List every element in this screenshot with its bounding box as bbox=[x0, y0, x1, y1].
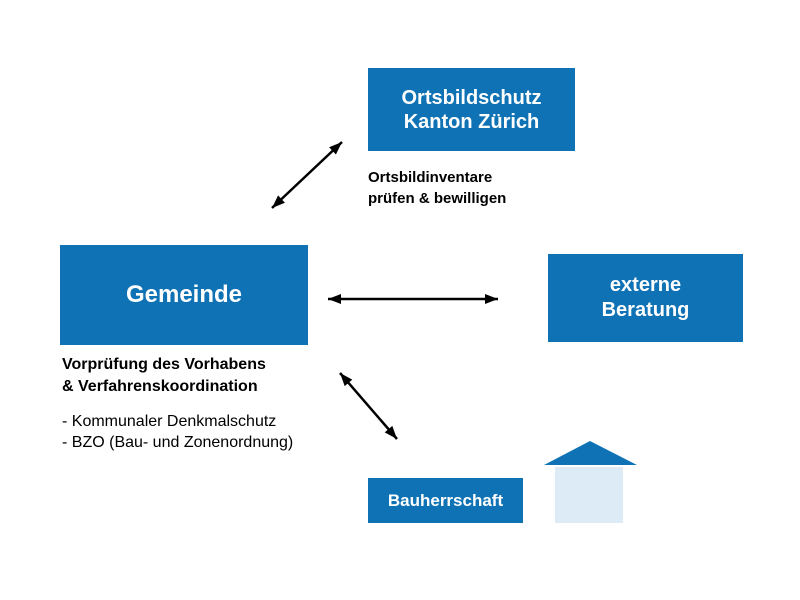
note-gemeinde-task: Vorprüfung des Vorhabens & Verfahrenskoo… bbox=[62, 354, 266, 398]
arrow-gemeinde-ortsbildschutz bbox=[271, 141, 343, 209]
list-gemeinde-details: - Kommunaler Denkmalschutz - BZO (Bau- u… bbox=[62, 411, 293, 453]
node-gemeinde: Gemeinde bbox=[60, 245, 308, 345]
node-label-line: Beratung bbox=[601, 299, 690, 321]
house-body bbox=[555, 467, 623, 523]
note-ortsbildschutz-task: Ortsbildinventare prüfen & bewilligen bbox=[368, 167, 506, 209]
house-roof bbox=[544, 441, 637, 465]
node-label-line: externe bbox=[609, 274, 682, 296]
node-externe-beratung: externe Beratung bbox=[548, 254, 743, 342]
node-ortsbildschutz-kanton-zuerich: Ortsbildschutz Kanton Zürich bbox=[368, 68, 575, 151]
list-item: - BZO (Bau- und Zonenordnung) bbox=[62, 434, 294, 451]
note-line: prüfen & bewilligen bbox=[368, 190, 507, 207]
house-icon bbox=[544, 441, 637, 523]
arrow-gemeinde-externe-beratung bbox=[328, 294, 498, 304]
note-line: & Verfahrenskoordination bbox=[62, 378, 258, 395]
node-bauherrschaft: Bauherrschaft bbox=[368, 478, 523, 523]
note-line: Vorprüfung des Vorhabens bbox=[62, 356, 266, 373]
note-line: Ortsbildinventare bbox=[368, 169, 493, 186]
node-label-line: Kanton Zürich bbox=[403, 110, 540, 133]
node-label-line: Ortsbildschutz bbox=[401, 86, 542, 109]
node-label: Gemeinde bbox=[125, 281, 243, 308]
list-item: - Kommunaler Denkmalschutz bbox=[62, 413, 277, 430]
node-label: Bauherrschaft bbox=[387, 490, 504, 510]
arrow-gemeinde-bauherrschaft bbox=[339, 372, 398, 440]
